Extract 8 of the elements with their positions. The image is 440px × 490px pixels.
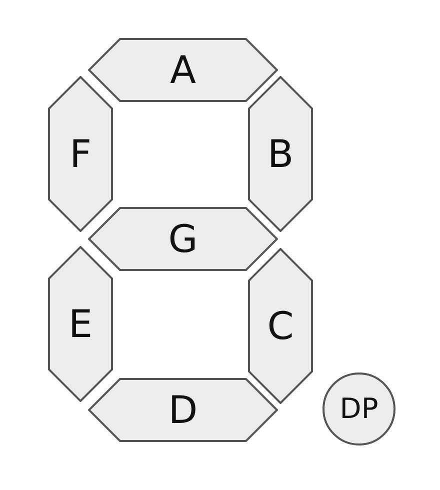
segment-letter: DP: [340, 395, 378, 423]
segment-letter: A: [170, 51, 196, 89]
segment-letter: E: [68, 305, 92, 343]
segment-letter: G: [168, 220, 198, 258]
segment-letter: F: [70, 135, 92, 173]
segment-letter: C: [267, 307, 294, 345]
segment-letter: B: [267, 135, 294, 173]
segment-letter: D: [168, 391, 198, 429]
